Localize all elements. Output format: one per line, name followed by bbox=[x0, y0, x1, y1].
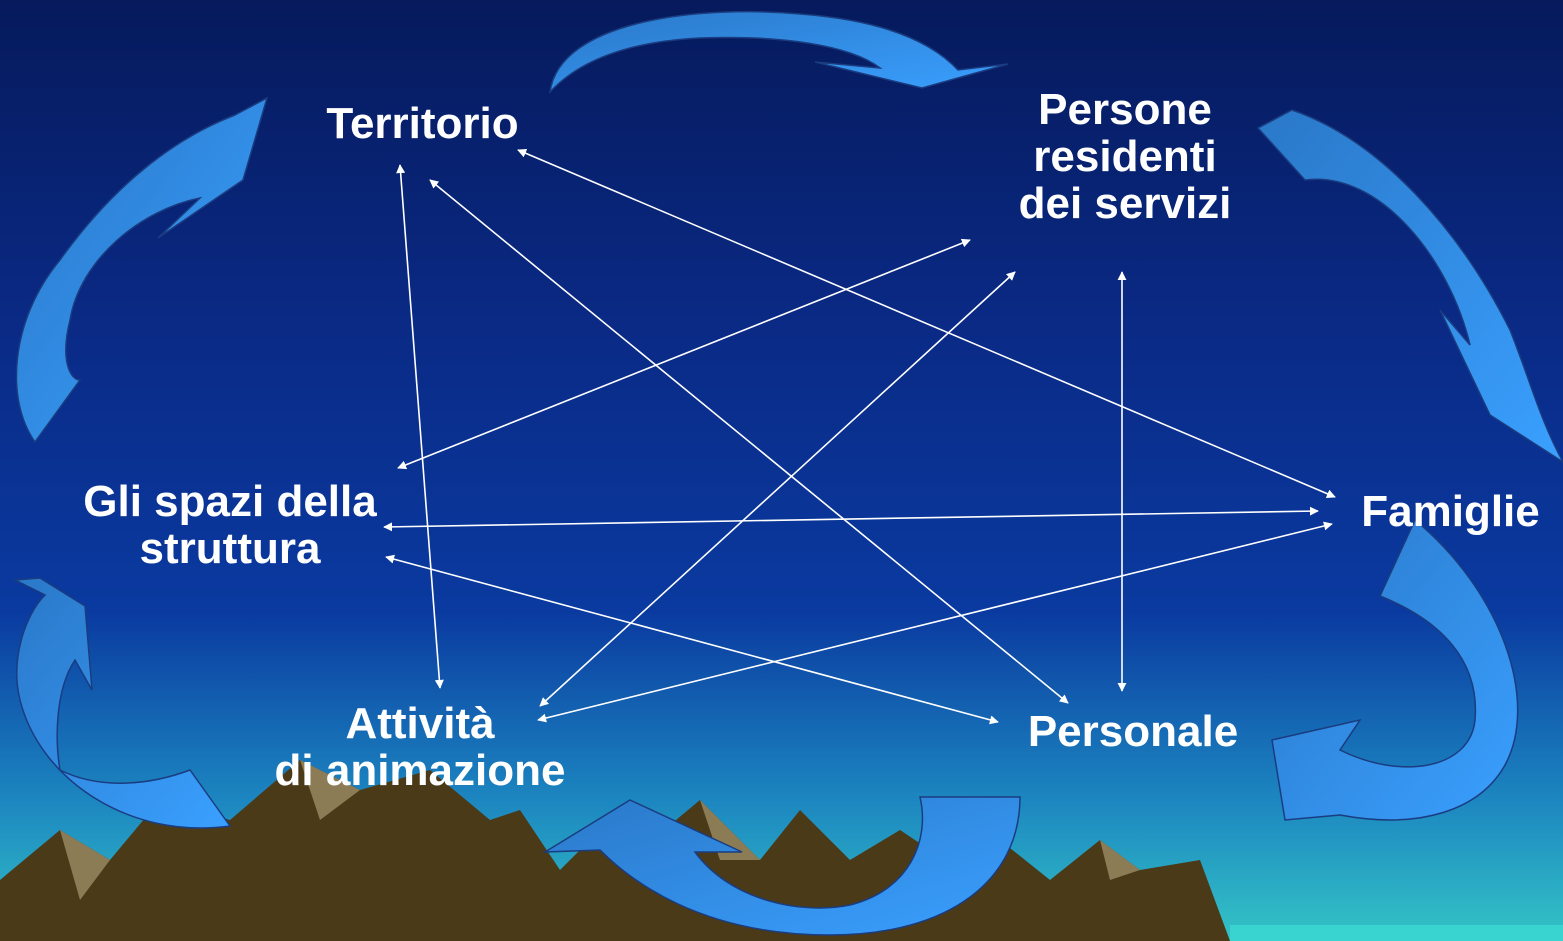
node-persone-residenti: Persone residenti dei servizi bbox=[975, 86, 1275, 227]
node-persone-line-3: dei servizi bbox=[1018, 179, 1232, 228]
node-personale: Personale bbox=[1003, 708, 1263, 755]
node-persone-line-1: Persone bbox=[1038, 85, 1212, 134]
cycle-arrow-top bbox=[548, 10, 1009, 95]
cycle-arrow-right-top bbox=[1256, 109, 1563, 463]
node-famiglie: Famiglie bbox=[1343, 488, 1558, 535]
cycle-arrow-left-top bbox=[15, 96, 269, 444]
node-persone-line-2: residenti bbox=[1033, 132, 1217, 181]
node-territorio: Territorio bbox=[300, 100, 545, 147]
node-personale-line-1: Personale bbox=[1027, 707, 1239, 756]
node-attivita-line-1: Attività bbox=[345, 699, 495, 748]
connector-attivita-famiglie bbox=[537, 521, 1333, 723]
node-attivita-line-2: di animazione bbox=[274, 746, 566, 795]
node-famiglie-line-1: Famiglie bbox=[1361, 487, 1540, 536]
node-attivita: Attività di animazione bbox=[235, 700, 605, 794]
cycle-arrow-left-bottom bbox=[12, 577, 232, 829]
node-spazi-line-1: Gli spazi della bbox=[83, 477, 377, 526]
node-spazi-line-2: struttura bbox=[139, 524, 321, 573]
cycle-arrow-right-bottom bbox=[1271, 518, 1519, 821]
node-spazi-struttura: Gli spazi della struttura bbox=[50, 478, 410, 572]
node-territorio-line-1: Territorio bbox=[326, 99, 519, 148]
cycle-arrow-bottom bbox=[542, 796, 1021, 936]
cycle-arrows bbox=[12, 10, 1563, 936]
connectors bbox=[383, 149, 1336, 725]
